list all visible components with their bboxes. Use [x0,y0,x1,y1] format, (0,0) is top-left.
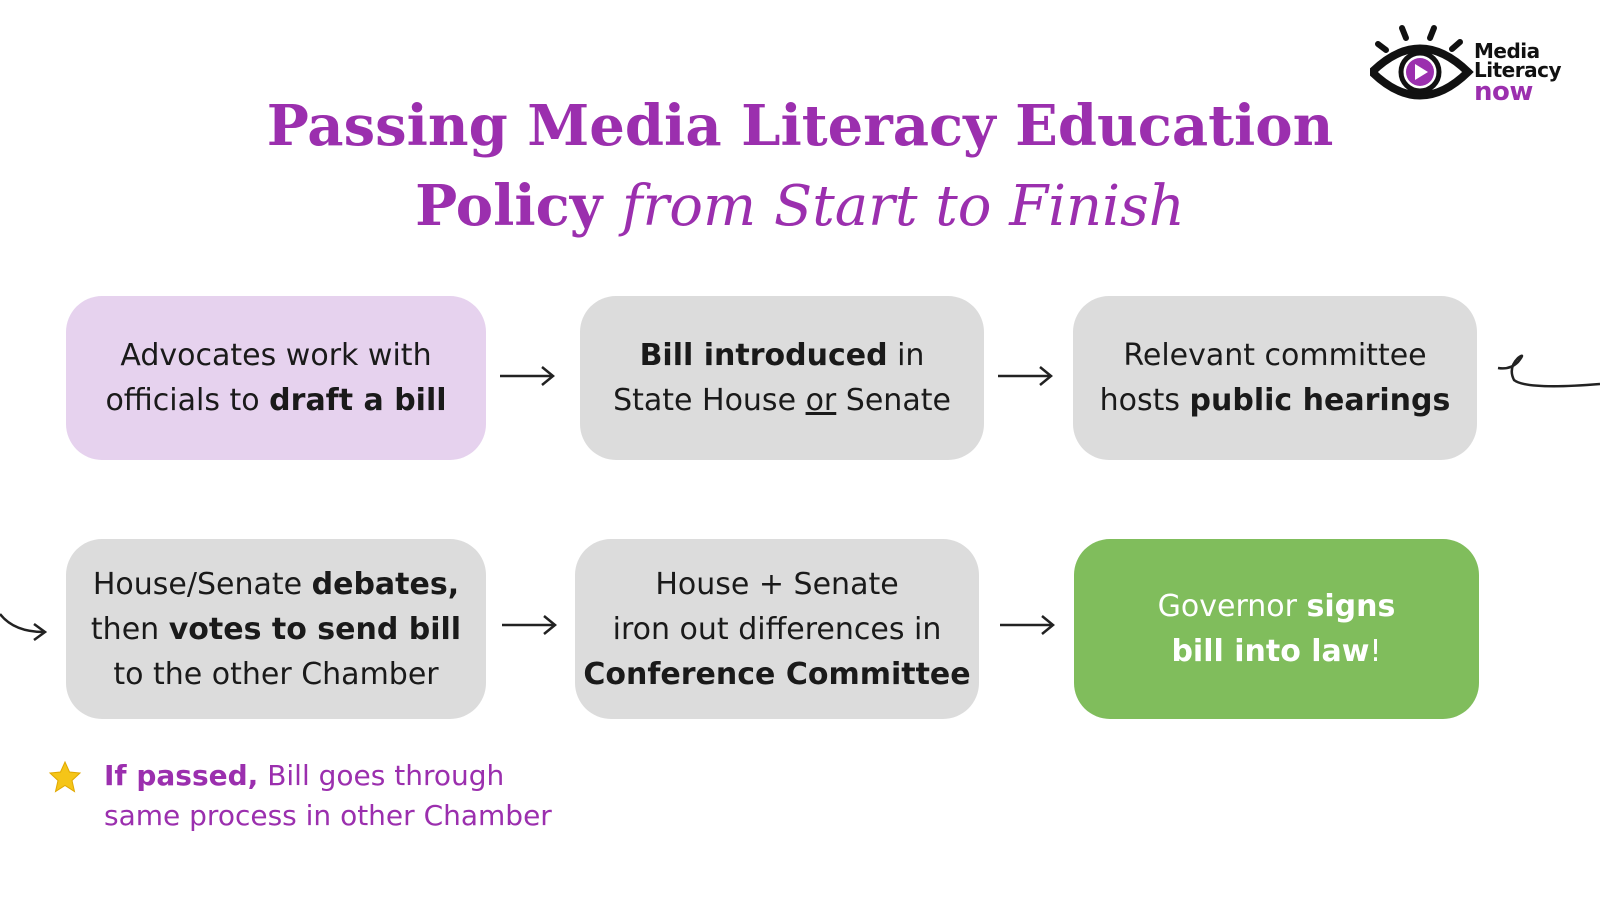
curved-arrow-left-icon [0,613,48,642]
step-1-bold: draft a bill [269,383,447,418]
step-4-line-1: House/Senate debates, [93,562,459,607]
eye-logo-icon [1370,25,1474,100]
step-6-bold-b: bill into law [1171,634,1370,669]
step-1-line-1: Advocates work with [120,333,431,378]
step-4-line-2: then votes to send bill [91,607,461,652]
arrow-right-icon [998,366,1053,386]
step-governor-signs: Governor signs bill into law! [1074,539,1479,719]
step-2-text-c: Senate [836,383,951,418]
step-3-line-1: Relevant committee [1123,333,1426,378]
note-text-1: Bill goes through [258,759,505,792]
arrow-right-icon [500,366,555,386]
step-2-line-1: Bill introduced in [640,333,925,378]
star-icon [48,760,82,793]
logo-line-3: now [1474,77,1533,107]
step-4-bold-b: votes to send bill [168,611,462,647]
step-draft-bill: Advocates work with officials to draft a… [66,296,486,460]
step-6-bold-a: signs [1306,589,1396,624]
step-2-text-a: in [887,338,925,373]
title-line-1: Passing Media Literacy Education [266,93,1334,159]
arrow-right-icon [1000,615,1055,635]
step-3-bold: public hearings [1189,383,1451,418]
step-6-line-2: bill into law! [1171,629,1381,674]
step-4-bold-a: debates, [311,566,460,602]
step-4-text-c: to the other Chamber [113,656,439,692]
step-5-bold: Conference Committee [583,656,971,692]
step-6-line-1: Governor signs [1158,584,1396,629]
step-2-line-2: State House or Senate [613,378,951,423]
step-2-text-b: State House [613,383,806,418]
note-bold: If passed, [104,759,259,792]
page-title: Passing Media Literacy Education Policy … [0,86,1600,247]
note-line-2: same process in other Chamber [104,799,552,832]
step-2-underline: or [805,383,837,418]
logo-wordmark: Media Literacy now [1474,39,1561,107]
step-public-hearings: Relevant committee hosts public hearings [1073,296,1477,460]
step-conference-committee: House + Senate iron out differences in C… [575,539,979,719]
step-1-text-b: officials to [105,383,270,418]
step-5-text-a: House + Senate [655,566,899,602]
passed-note: If passed, Bill goes through same proces… [104,756,552,836]
title-line-2-bold: Policy [415,173,603,239]
logo-line-1: Media [1474,39,1540,63]
step-5-text-b: iron out differences in [612,611,942,647]
step-1-text-a: Advocates work with [120,338,432,373]
step-4-line-3: to the other Chamber [113,652,438,697]
step-5-line-1: House + Senate [655,562,898,607]
note-line-1: If passed, Bill goes through [104,756,552,796]
step-2-bold: Bill introduced [639,338,888,373]
step-bill-introduced: Bill introduced in State House or Senate [580,296,984,460]
curved-connector-right-icon [1497,354,1600,388]
step-6-text-b: ! [1369,634,1382,669]
step-1-line-2: officials to draft a bill [105,378,446,423]
step-4-text-b: then [90,611,169,647]
title-line-2: Policy from Start to Finish [0,166,1600,247]
arrow-right-icon [502,615,557,635]
step-4-text-a: House/Senate [92,566,312,602]
logo-line-2: Literacy [1474,58,1561,82]
step-debates-votes: House/Senate debates, then votes to send… [66,539,486,719]
step-5-line-2: iron out differences in [613,607,942,652]
step-3-text-b: hosts [1099,383,1190,418]
step-3-text-a: Relevant committee [1123,338,1427,373]
title-line-2-italic: from Start to Finish [621,174,1185,239]
step-3-line-2: hosts public hearings [1100,378,1451,423]
step-6-text-a: Governor [1157,589,1307,624]
step-5-line-3: Conference Committee [583,652,970,697]
